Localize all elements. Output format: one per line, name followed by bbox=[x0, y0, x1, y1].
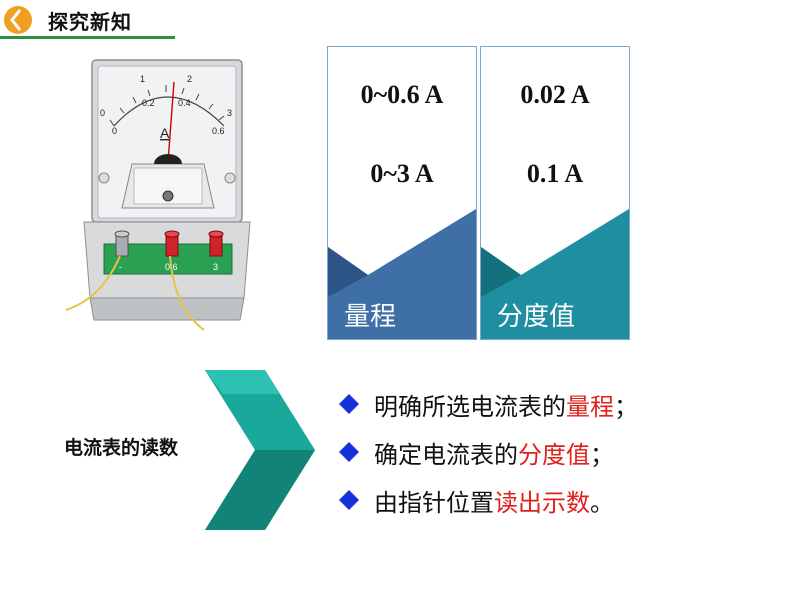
diamond-bullet-icon bbox=[339, 394, 359, 414]
scale-top-2: 2 bbox=[187, 74, 192, 84]
range-card-shape bbox=[328, 209, 476, 339]
division-caption: 分度值 bbox=[497, 302, 576, 332]
step-highlight: 读出示数 bbox=[494, 488, 590, 517]
reading-step: 由指针位置读出示数。 bbox=[338, 476, 778, 524]
step-text: 由指针位置 bbox=[374, 488, 494, 517]
step-tail: ； bbox=[614, 392, 638, 421]
scale-top-1: 1 bbox=[140, 74, 145, 84]
diamond-bullet-icon bbox=[339, 442, 359, 462]
terminal-label-neg: - bbox=[119, 262, 122, 272]
reading-step: 确定电流表的分度值； bbox=[338, 428, 778, 476]
step-highlight: 量程 bbox=[566, 392, 614, 421]
scale-top-3: 3 bbox=[227, 108, 232, 118]
division-card: 0.02 A 0.1 A 分度值 bbox=[480, 46, 630, 340]
step-text: 确定电流表的 bbox=[374, 440, 518, 469]
diamond-bullet-icon bbox=[339, 490, 359, 510]
step-text: 明确所选电流表的 bbox=[374, 392, 566, 421]
division-card-shape bbox=[481, 209, 629, 339]
reading-step: 明确所选电流表的量程； bbox=[338, 380, 778, 428]
scale-top-0: 0 bbox=[100, 108, 105, 118]
scale-bottom-2: 0.4 bbox=[178, 98, 191, 108]
scale-bottom-3: 0.6 bbox=[212, 126, 225, 136]
reading-label: 电流表的读数 bbox=[64, 437, 179, 459]
section-badge-icon bbox=[4, 6, 32, 34]
range-caption: 量程 bbox=[344, 302, 397, 332]
header-underline bbox=[0, 36, 175, 39]
range-value-1: 0~0.6 A bbox=[360, 80, 444, 109]
range-card: 0~0.6 A 0~3 A 量程 bbox=[327, 46, 477, 340]
scale-bottom-0: 0 bbox=[112, 126, 117, 136]
division-value-2: 0.1 A bbox=[526, 159, 584, 188]
ammeter-image: 0 1 2 3 0 0.2 0.4 0.6 A - 0.6 3 bbox=[65, 59, 251, 331]
range-value-2: 0~3 A bbox=[370, 159, 434, 188]
section-header: 探究新知 bbox=[0, 0, 794, 40]
step-highlight: 分度值 bbox=[518, 440, 590, 469]
step-tail: ； bbox=[590, 440, 614, 469]
meter-unit: A bbox=[160, 125, 170, 141]
section-title: 探究新知 bbox=[48, 10, 132, 34]
division-value-1: 0.02 A bbox=[520, 80, 590, 109]
step-tail: 。 bbox=[590, 488, 614, 517]
terminal-label-3: 3 bbox=[213, 262, 218, 272]
reading-steps: 明确所选电流表的量程； 确定电流表的分度值； 由指针位置读出示数。 bbox=[338, 380, 778, 524]
scale-bottom-1: 0.2 bbox=[142, 98, 155, 108]
chevron-arrow-icon bbox=[205, 370, 315, 530]
